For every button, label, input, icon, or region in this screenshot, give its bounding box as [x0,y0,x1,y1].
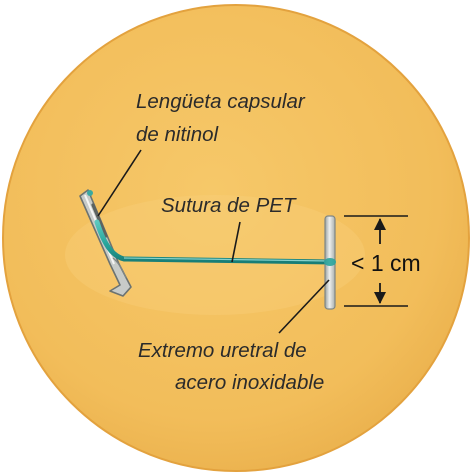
measurement-bracket [344,215,408,307]
measure-arrow-down-icon [374,292,386,304]
stainless-urethral-end [324,215,336,310]
suture-leader-line [231,221,241,263]
tab-label-line1: Lengüeta capsular [136,90,306,113]
end-leader-line [278,279,330,334]
suture-label: Sutura de PET [161,194,297,217]
end-label-line2: acero inoxidable [175,371,324,394]
implant-glow [65,195,365,315]
measurement-label: < 1 cm [351,250,421,276]
end-label-line1: Extremo uretral de [138,339,307,362]
pet-suture-highlight [123,257,331,262]
tab-label-line2: de nitinol [136,123,220,146]
pet-suture [94,219,335,265]
measure-arrow-up-icon [374,218,386,230]
tab-leader-line [97,149,142,217]
